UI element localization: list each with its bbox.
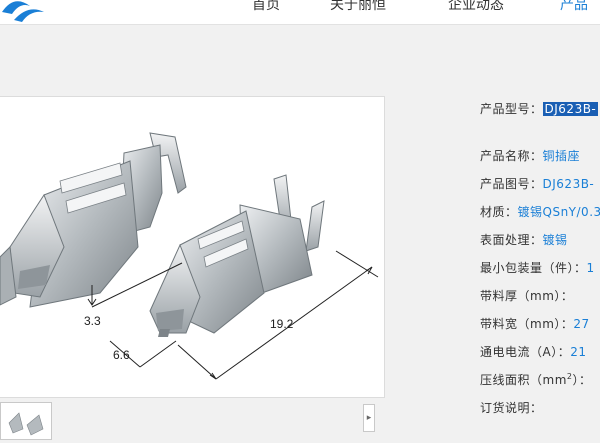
spec-surface-label: 表面处理： [480, 233, 543, 247]
product-image-viewer[interactable]: 3.3 6.6 19.2 [0, 96, 385, 398]
spec-material-label: 材质： [480, 205, 518, 219]
product-drawing: 3.3 6.6 19.2 [0, 132, 379, 380]
spec-wire-area-suffix: ）： [572, 373, 592, 387]
spec-model: 产品型号：DJ623B- [480, 100, 599, 117]
spec-drawing-no-value: DJ623B- [542, 177, 595, 191]
dim-thickness-label: 3.3 [84, 314, 101, 328]
spec-strip-width-value: 27 [573, 317, 590, 331]
spec-min-pack: 最小包装量（件）：1 [480, 259, 595, 276]
terminal-right [149, 174, 325, 337]
spec-strip-width: 带料宽（mm）：27 [480, 315, 590, 332]
spec-model-label: 产品型号： [480, 102, 543, 116]
spec-name-value: 铜插座 [542, 149, 581, 163]
spec-order-notes: 订货说明： [480, 399, 543, 416]
spec-surface: 表面处理：镀锡 [480, 231, 568, 248]
chevron-right-icon[interactable]: ▸ [363, 404, 375, 432]
dim-width-label: 6.6 [113, 348, 130, 362]
spec-wire-area-sup: 2 [566, 372, 573, 381]
spec-strip-thickness: 带料厚（mm）： [480, 287, 573, 304]
dimension-lines [87, 250, 379, 380]
spec-wire-area: 压线面积（mm2）： [480, 371, 592, 388]
spec-name: 产品名称：铜插座 [480, 147, 580, 164]
spec-material-value: 镀锡QSnY/0.3 [517, 205, 600, 219]
dim-length-label: 19.2 [270, 317, 294, 331]
nav-about[interactable]: 关于丽恒 [330, 0, 386, 13]
spec-name-label: 产品名称： [480, 149, 543, 163]
nav-home[interactable]: 首页 [252, 0, 280, 13]
spec-strip-thickness-label: 带料厚（mm）： [480, 289, 574, 303]
spec-surface-value: 镀锡 [542, 233, 568, 247]
thumbnail-1[interactable] [0, 402, 52, 440]
spec-min-pack-value: 1 [586, 261, 595, 275]
product-info-panel: 产品型号：DJ623B- 产品名称：铜插座 产品图号：DJ623B- 材质：镀锡… [480, 0, 600, 436]
spec-current-value: 21 [570, 345, 587, 359]
spec-wire-area-label: 压线面积（mm [480, 373, 567, 387]
spec-strip-width-label: 带料宽（mm）： [480, 317, 574, 331]
spec-material: 材质：镀锡QSnY/0.3 [480, 203, 600, 220]
spec-min-pack-label: 最小包装量（件）： [480, 261, 587, 275]
nav-products[interactable]: 产品 [560, 0, 588, 13]
spec-drawing-no: 产品图号：DJ623B- [480, 175, 594, 192]
spec-drawing-no-label: 产品图号： [480, 177, 543, 191]
spec-current-label: 通电电流（A）： [480, 345, 571, 359]
top-nav: 首页 关于丽恒 企业动态 产品 [0, 0, 600, 25]
spec-current: 通电电流（A）：21 [480, 343, 587, 360]
spec-order-notes-label: 订货说明： [480, 401, 543, 415]
spec-model-value[interactable]: DJ623B- [542, 102, 599, 116]
thumbnail-strip: ▸ [0, 398, 384, 440]
terminal-left [0, 132, 187, 308]
company-logo[interactable] [0, 0, 46, 25]
nav-news[interactable]: 企业动态 [448, 0, 504, 13]
